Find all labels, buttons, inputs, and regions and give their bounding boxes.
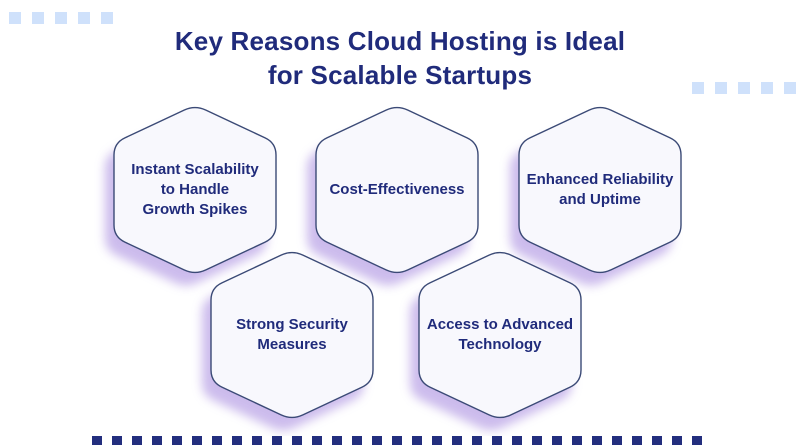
hexagon-shape <box>307 106 479 286</box>
deco-square-icon <box>692 82 704 94</box>
footer-checkered-strip <box>92 436 708 445</box>
deco-square-icon <box>78 12 90 24</box>
hexagon-label: Access to Advanced Technology <box>426 316 574 353</box>
deco-square-icon <box>738 82 750 94</box>
deco-square-icon <box>784 82 796 94</box>
deco-square-icon <box>715 82 727 94</box>
hexagon-shape <box>510 106 682 286</box>
deco-square-icon <box>761 82 773 94</box>
hexagon-card-enhanced-reliability: Enhanced Reliability and Uptime <box>510 105 682 286</box>
hexagon-card-advanced-technology: Access to Advanced Technology <box>410 250 582 431</box>
page-title: Key Reasons Cloud Hosting is Ideal for S… <box>174 26 626 90</box>
hexagon-card-strong-security: Strong Security Measures <box>202 250 374 431</box>
hexagon-card-cost-effectiveness: Cost-Effectiveness <box>307 105 479 286</box>
hexagon-label: Strong Security Measures <box>236 316 348 353</box>
deco-square-icon <box>9 12 21 24</box>
hexagon-card-instant-scalability: Instant Scalability to Handle Growth Spi… <box>105 105 277 286</box>
deco-square-icon <box>101 12 113 24</box>
deco-squares-top-left <box>9 12 113 24</box>
deco-square-icon <box>55 12 67 24</box>
hexagon-label: Enhanced Reliability and Uptime <box>526 171 674 208</box>
deco-square-icon <box>32 12 44 24</box>
hexagon-shape <box>410 251 582 431</box>
hexagon-shape <box>202 251 374 431</box>
hexagon-label: Instant Scalability to Handle Growth Spi… <box>131 161 259 218</box>
hexagon-label: Cost-Effectiveness <box>329 181 465 198</box>
hexagon-shape <box>105 106 277 286</box>
deco-squares-right <box>692 82 796 94</box>
